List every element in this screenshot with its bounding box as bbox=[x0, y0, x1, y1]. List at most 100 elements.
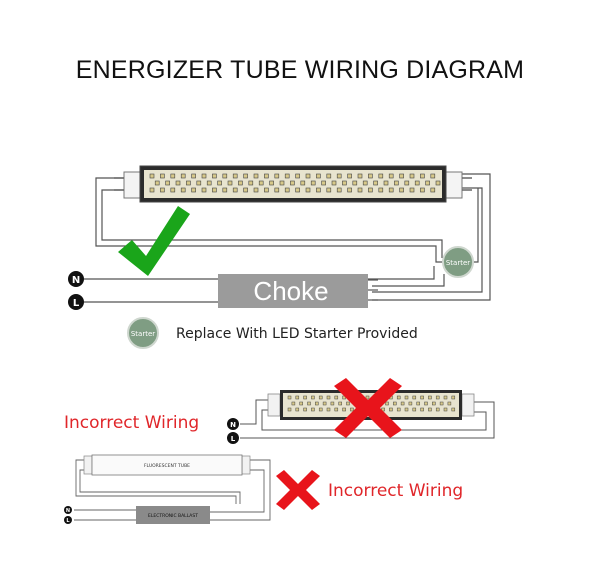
led-chip bbox=[222, 173, 228, 179]
led-chip bbox=[404, 395, 409, 400]
led-chip bbox=[365, 395, 370, 400]
led-chip bbox=[315, 401, 319, 406]
terminal-n-label: N bbox=[66, 508, 70, 514]
led-chip bbox=[396, 407, 401, 412]
led-chip bbox=[435, 180, 441, 186]
led-chip bbox=[295, 187, 300, 193]
led-chip bbox=[352, 180, 358, 186]
led-chip bbox=[274, 187, 280, 193]
led-chip bbox=[326, 173, 332, 179]
led-chip bbox=[334, 395, 339, 400]
led-chip bbox=[424, 401, 428, 406]
terminal-n-label: N bbox=[230, 421, 236, 429]
terminal-l: L bbox=[64, 516, 72, 524]
led-chip bbox=[435, 395, 440, 400]
led-chip bbox=[264, 173, 269, 179]
led-chip bbox=[378, 173, 384, 179]
led-chip bbox=[303, 395, 307, 400]
led-tube bbox=[114, 165, 472, 203]
led-chip bbox=[378, 187, 384, 193]
led-chip bbox=[451, 395, 456, 400]
led-chip bbox=[430, 187, 436, 193]
led-chip bbox=[409, 187, 415, 193]
led-chip bbox=[238, 180, 243, 186]
led-chip bbox=[381, 407, 385, 412]
terminal-l: L bbox=[68, 294, 84, 310]
led-chip bbox=[253, 173, 259, 179]
led-chip bbox=[404, 180, 410, 186]
led-chip bbox=[362, 180, 368, 186]
incorrect-wiring-1: Incorrect Wiring N L bbox=[64, 378, 495, 444]
choke: Choke bbox=[218, 274, 378, 308]
led-chip bbox=[420, 187, 425, 193]
terminal-l-label: L bbox=[66, 518, 70, 524]
led-chip bbox=[201, 187, 207, 193]
led-chip bbox=[388, 187, 394, 193]
led-chip bbox=[435, 407, 440, 412]
led-chip bbox=[393, 401, 397, 406]
led-chip bbox=[154, 180, 160, 186]
led-chip bbox=[428, 407, 432, 412]
led-chip bbox=[399, 173, 404, 179]
led-chip bbox=[408, 401, 413, 406]
led-chip bbox=[389, 407, 393, 412]
choke-label: Choke bbox=[253, 276, 328, 306]
legend-text: Replace With LED Starter Provided bbox=[176, 326, 418, 342]
led-chip bbox=[443, 407, 448, 412]
led-chip bbox=[299, 401, 303, 406]
led-chip bbox=[300, 180, 306, 186]
legend-starter-label: Starter bbox=[131, 330, 155, 338]
led-chip bbox=[160, 187, 165, 193]
led-chip bbox=[400, 401, 405, 406]
cross-mark-icon bbox=[334, 378, 402, 438]
led-chip bbox=[180, 187, 186, 193]
led-chip bbox=[264, 187, 269, 193]
terminal-l: L bbox=[227, 432, 239, 444]
led-chip bbox=[232, 187, 238, 193]
led-chip bbox=[330, 401, 335, 406]
led-chip bbox=[357, 187, 363, 193]
led-chip bbox=[342, 180, 347, 186]
starter-label: Starter bbox=[446, 259, 470, 267]
led-chip bbox=[394, 180, 399, 186]
led-chip bbox=[279, 180, 285, 186]
led-chip bbox=[443, 395, 448, 400]
fluorescent-tube-label: FLUORESCENT TUBE bbox=[144, 463, 190, 469]
led-chip bbox=[396, 395, 401, 400]
led-chip bbox=[243, 187, 248, 193]
led-chip bbox=[430, 173, 436, 179]
led-chip bbox=[331, 180, 337, 186]
led-chip bbox=[334, 407, 339, 412]
led-chip bbox=[336, 187, 342, 193]
led-chip bbox=[160, 173, 165, 179]
led-chip bbox=[305, 173, 311, 179]
terminal-l-label: L bbox=[73, 298, 80, 309]
led-chip bbox=[191, 173, 196, 179]
starter: Starter bbox=[442, 246, 474, 278]
led-chip bbox=[175, 180, 181, 186]
led-chip bbox=[416, 401, 420, 406]
led-chip bbox=[388, 173, 394, 179]
incorrect-wiring-2: FLUORESCENT TUBE ELECTRONIC BALLAST N L … bbox=[64, 454, 463, 524]
led-chip bbox=[346, 401, 350, 406]
led-chip bbox=[412, 407, 417, 412]
led-chip bbox=[201, 173, 207, 179]
led-chip bbox=[295, 407, 300, 412]
led-chip bbox=[420, 395, 424, 400]
incorrect-wiring-label-2: Incorrect Wiring bbox=[328, 481, 463, 501]
led-chip bbox=[295, 173, 300, 179]
led-chip bbox=[428, 395, 432, 400]
terminal-n: N bbox=[64, 506, 72, 514]
led-chip bbox=[399, 187, 404, 193]
led-chip bbox=[212, 173, 217, 179]
led-chip bbox=[170, 173, 176, 179]
led-chip bbox=[232, 173, 238, 179]
led-chip bbox=[291, 401, 296, 406]
led-chip bbox=[425, 180, 430, 186]
led-chip bbox=[311, 407, 315, 412]
led-chip bbox=[373, 180, 378, 186]
led-chip bbox=[310, 180, 316, 186]
led-chip bbox=[316, 173, 321, 179]
terminal-l-label: L bbox=[231, 435, 236, 443]
